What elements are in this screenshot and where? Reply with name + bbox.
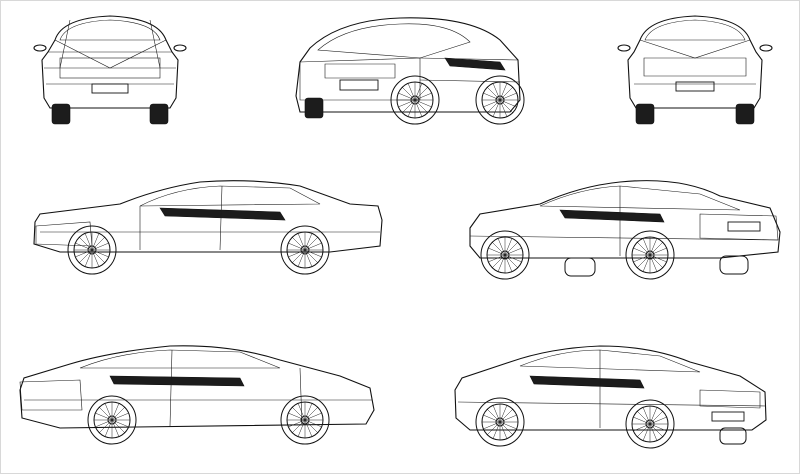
car-front-view — [617, 15, 773, 125]
car-front-three-quarter-right-view — [454, 345, 767, 449]
car-rear-three-quarter-view — [469, 180, 781, 280]
car-left-side-view — [33, 180, 383, 275]
car-front-three-quarter-view — [295, 17, 525, 125]
car-right-side-view — [19, 345, 375, 445]
car-rear-view — [33, 15, 187, 125]
